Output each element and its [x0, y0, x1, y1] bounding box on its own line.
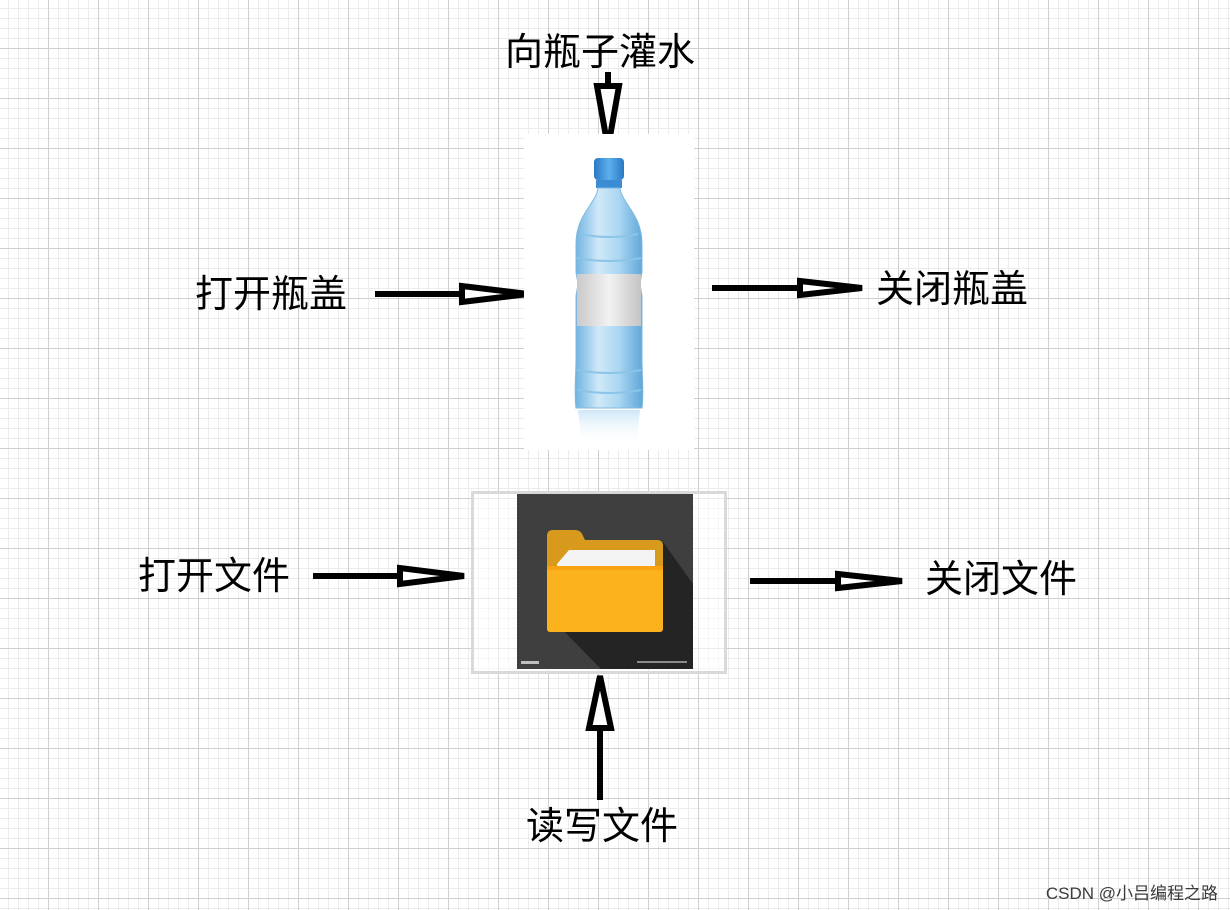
water-bottle-icon — [574, 158, 644, 446]
folder-image — [517, 494, 693, 669]
arrow-fill-bottle — [593, 72, 623, 149]
arrow-open-file — [313, 564, 465, 588]
label-open-file: 打开文件 — [138, 554, 291, 598]
arrow-rw-file — [585, 675, 615, 800]
label-close-file: 关闭文件 — [925, 557, 1078, 601]
arrow-open-cap — [375, 282, 529, 306]
arrow-close-file — [750, 570, 903, 592]
label-close-cap: 关闭瓶盖 — [876, 267, 1029, 311]
label-open-cap: 打开瓶盖 — [195, 272, 348, 316]
bottle-image — [524, 134, 694, 450]
label-rw-file: 读写文件 — [526, 804, 679, 848]
arrow-close-cap — [712, 277, 863, 299]
label-fill-bottle: 向瓶子灌水 — [505, 30, 696, 74]
csdn-watermark: CSDN @小吕编程之路 — [1045, 884, 1218, 903]
folder-icon — [521, 530, 693, 669]
